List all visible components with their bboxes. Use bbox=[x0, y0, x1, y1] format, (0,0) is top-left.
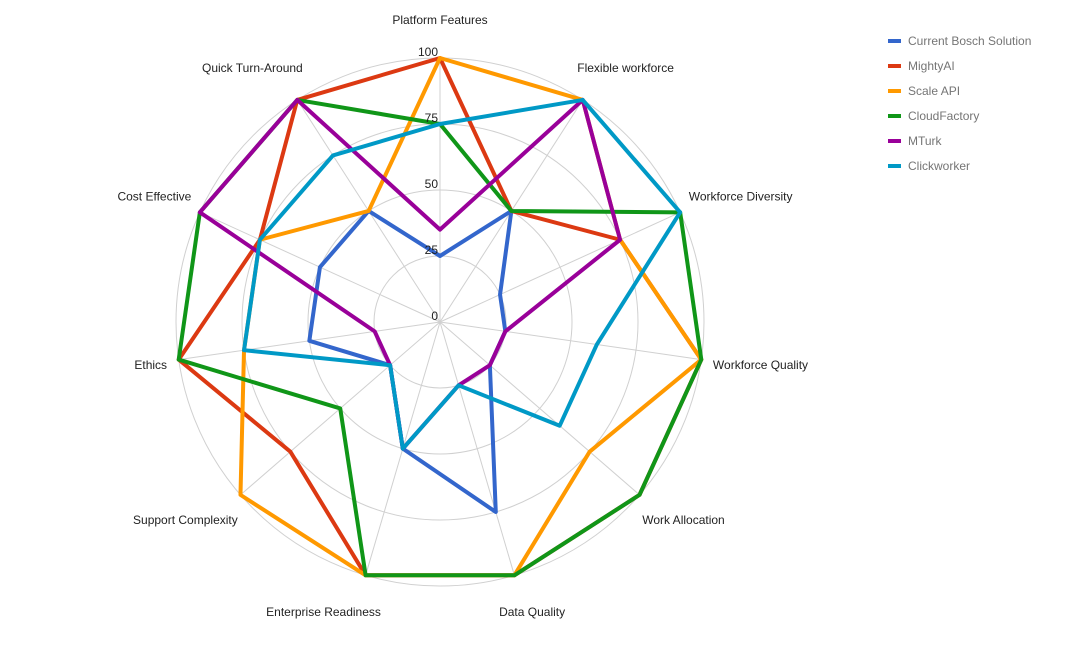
axis-label-4: Work Allocation bbox=[642, 513, 724, 527]
legend-label-3: CloudFactory bbox=[908, 109, 979, 123]
legend-label-0: Current Bosch Solution bbox=[908, 34, 1031, 48]
axis-label-7: Support Complexity bbox=[133, 513, 238, 527]
series-line-4 bbox=[197, 97, 623, 451]
axis-label-3: Workforce Quality bbox=[713, 358, 808, 372]
axis-label-10: Quick Turn-Around bbox=[202, 61, 303, 75]
series-line-5 bbox=[242, 97, 683, 451]
axis-label-0: Platform Features bbox=[392, 13, 487, 27]
axis-label-2: Workforce Diversity bbox=[689, 190, 793, 204]
axis-spoke-5 bbox=[439, 321, 515, 576]
tick-label-2: 50 bbox=[425, 177, 439, 191]
tick-label-1: 25 bbox=[425, 243, 439, 257]
axis-spoke-2 bbox=[439, 211, 681, 323]
legend-label-1: MightyAI bbox=[908, 59, 955, 73]
tick-layer: 0 25 50 75 100 bbox=[418, 45, 438, 323]
axis-label-9: Cost Effective bbox=[117, 190, 191, 204]
series-line-0 bbox=[307, 208, 514, 514]
axis-spoke-3 bbox=[439, 321, 702, 361]
axis-spoke-4 bbox=[439, 321, 640, 496]
series-layer bbox=[176, 56, 704, 578]
legend-label-5: Clickworker bbox=[908, 159, 970, 173]
legend-label-4: MTurk bbox=[908, 134, 943, 148]
grid-layer bbox=[175, 57, 705, 587]
legend-label-2: Scale API bbox=[908, 84, 960, 98]
tick-label-0: 0 bbox=[431, 309, 438, 323]
tick-label-4: 100 bbox=[418, 45, 438, 59]
tick-label-3: 75 bbox=[425, 111, 439, 125]
axis-label-8: Ethics bbox=[134, 358, 167, 372]
axis-label-1: Flexible workforce bbox=[577, 61, 674, 75]
axis-label-5: Data Quality bbox=[499, 605, 565, 619]
axis-label-6: Enterprise Readiness bbox=[266, 605, 381, 619]
